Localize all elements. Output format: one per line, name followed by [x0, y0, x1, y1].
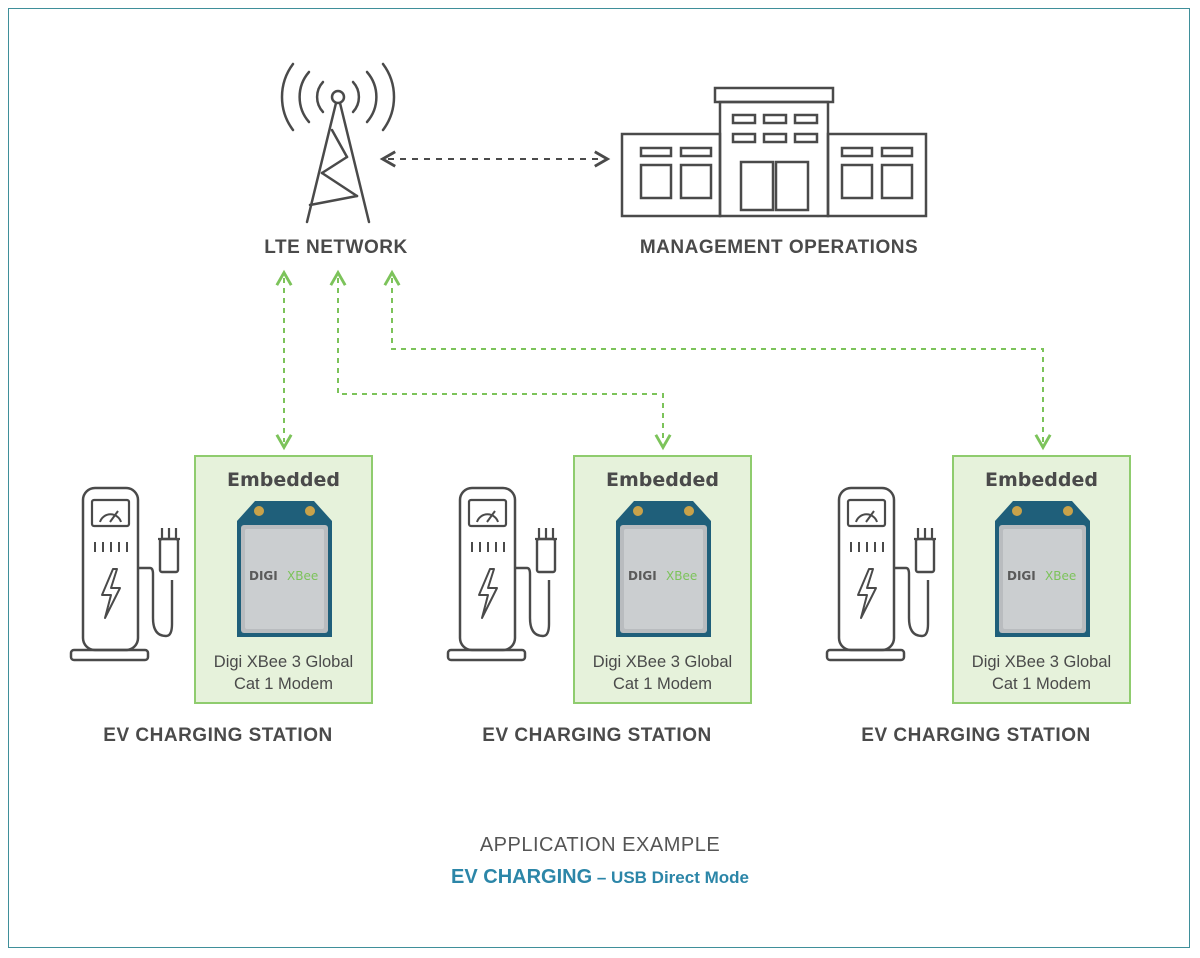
xbee-modem-image: DIGI XBee: [995, 501, 1090, 637]
charging-pump-icon: [446, 486, 559, 662]
diagram-frame: [8, 8, 1190, 948]
station-label: EV CHARGING STATION: [482, 725, 712, 746]
embedded-modem-box: Embedded DIGI XBee Digi XBee 3 Global Ca…: [952, 455, 1131, 704]
station-label: EV CHARGING STATION: [861, 725, 1091, 746]
link-station-2: [329, 269, 672, 451]
embedded-title: Embedded: [606, 469, 719, 491]
cell-tower-icon: [280, 62, 396, 224]
xbee-modem-image: DIGI XBee: [237, 501, 332, 637]
footer-heading: APPLICATION EXAMPLE: [479, 834, 721, 856]
embedded-title: Embedded: [985, 469, 1098, 491]
modem-caption: Digi XBee 3 Global Cat 1 Modem: [971, 653, 1112, 693]
embedded-modem-box: Embedded DIGI XBee Digi XBee 3 Global Ca…: [573, 455, 752, 704]
modem-caption: Digi XBee 3 Global Cat 1 Modem: [592, 653, 733, 693]
embedded-title: Embedded: [227, 469, 340, 491]
svg-text:DIGI: DIGI: [628, 569, 657, 583]
operations-label: MANAGEMENT OPERATIONS: [639, 237, 919, 258]
network-label: LTE NETWORK: [264, 237, 408, 258]
charging-pump-icon: [825, 486, 938, 662]
svg-text:XBee: XBee: [1045, 569, 1076, 583]
embedded-modem-box: Embedded DIGI XBee Digi XBee 3 Global Ca…: [194, 455, 373, 704]
office-building-icon: [620, 86, 928, 218]
charging-pump-icon: [69, 486, 182, 662]
svg-text:XBee: XBee: [666, 569, 697, 583]
link-station-3: [383, 269, 1052, 451]
xbee-modem-image: DIGI XBee: [616, 501, 711, 637]
footer-subheading: EV CHARGING – USB Direct Mode: [451, 866, 749, 888]
svg-text:XBee: XBee: [287, 569, 318, 583]
modem-caption: Digi XBee 3 Global Cat 1 Modem: [213, 653, 354, 693]
station-label: EV CHARGING STATION: [103, 725, 333, 746]
svg-text:DIGI: DIGI: [249, 569, 278, 583]
svg-text:DIGI: DIGI: [1007, 569, 1036, 583]
